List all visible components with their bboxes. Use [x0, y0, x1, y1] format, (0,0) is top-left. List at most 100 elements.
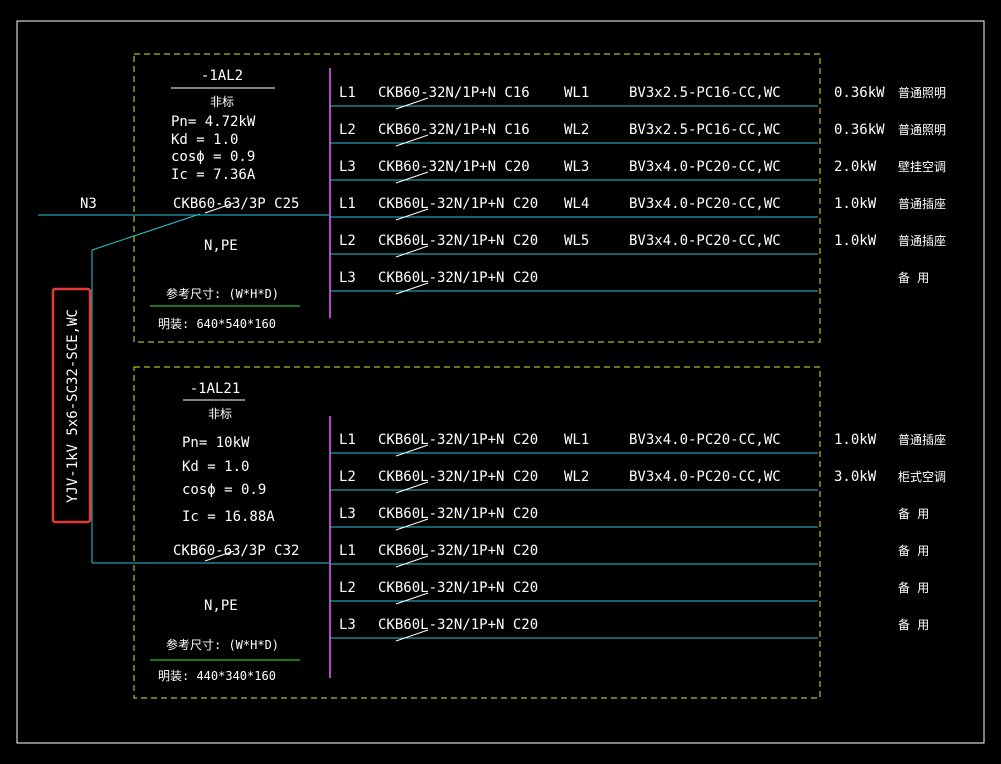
circuit-phase: L2 [339, 233, 356, 249]
branch-diagonal [91, 213, 201, 251]
circuit-use: 备 用 [898, 544, 929, 558]
circuit-power: 2.0kW [834, 159, 877, 175]
circuit-row: L2 CKB60L-32N/1P+N C20 WL5 BV3x4.0-PC20-CC,… [330, 233, 946, 258]
circuit-phase: L1 [339, 85, 356, 101]
circuit-cable: BV3x4.0-PC20-CC,WC [629, 469, 781, 485]
panel-1-boundary [133, 53, 821, 343]
breaker-switch-symbol [395, 518, 429, 531]
cable-label-highlight [51, 287, 92, 524]
circuit-use: 备 用 [898, 507, 929, 521]
circuit-use: 普通插座 [898, 196, 946, 211]
breaker-switch-symbol [395, 245, 429, 258]
panel-2-cos: cosϕ = 0.9 [182, 482, 266, 498]
panel-1: -1AL2 非标 Pn= 4.72kW Kd = 1.0 cosϕ = 0.9 … [133, 53, 946, 343]
breaker-switch-symbol [395, 555, 429, 568]
panel-1-main-switch [204, 202, 235, 214]
breaker-switch-symbol [395, 208, 429, 221]
panel-2-ic: Ic = 16.88A [182, 509, 275, 525]
circuit-row: L2 CKB60L-32N/1P+N C20 备 用 [330, 580, 929, 605]
panel-1-type: 非标 [210, 95, 234, 109]
circuit-phase: L3 [339, 270, 356, 286]
circuit-use: 普通插座 [898, 233, 946, 248]
circuit-power: 1.0kW [834, 233, 877, 249]
panel-2-main-breaker: CKB60-63/3P C32 [173, 543, 299, 559]
circuit-power: 0.36kW [834, 85, 885, 101]
panel-2-boundary [133, 366, 821, 699]
circuit-wl: WL1 [564, 432, 589, 448]
circuit-use: 普通照明 [898, 86, 946, 100]
circuit-use: 普通插座 [898, 432, 946, 447]
panel-2-npe: N,PE [204, 598, 238, 614]
circuit-power: 1.0kW [834, 432, 877, 448]
panel-1-main-breaker: CKB60-63/3P C25 [173, 196, 299, 212]
panel-2-name: -1AL21 [190, 381, 241, 397]
panel-2: -1AL21 非标 Pn= 10kW Kd = 1.0 cosϕ = 0.9 I… [133, 366, 946, 699]
circuit-wl: WL3 [564, 159, 589, 175]
circuit-breaker: CKB60L-32N/1P+N C20 [378, 506, 538, 522]
panel-1-kd: Kd = 1.0 [171, 132, 238, 148]
circuit-cable: BV3x2.5-PC16-CC,WC [629, 122, 781, 138]
panel-1-pn: Pn= 4.72kW [171, 114, 256, 130]
circuit-row: L1 CKB60L-32N/1P+N C20 WL4 BV3x4.0-PC20-CC,… [330, 196, 946, 221]
panel-1-size-label: 参考尺寸: (W*H*D) [166, 286, 279, 301]
circuit-breaker: CKB60-32N/1P+N C16 [378, 122, 530, 138]
circuit-breaker: CKB60L-32N/1P+N C20 [378, 432, 538, 448]
panel-2-type: 非标 [208, 407, 232, 421]
panel-2-size-value: 明装: 440*340*160 [158, 669, 276, 683]
circuit-use: 备 用 [898, 271, 929, 285]
circuit-use: 备 用 [898, 618, 929, 632]
panel-1-name: -1AL2 [201, 68, 243, 84]
breaker-switch-symbol [395, 592, 429, 605]
panel-2-kd: Kd = 1.0 [182, 459, 249, 475]
circuit-row: L1 CKB60L-32N/1P+N C20 WL1 BV3x4.0-PC20-CC,… [330, 432, 946, 457]
circuit-breaker: CKB60L-32N/1P+N C20 [378, 270, 538, 286]
circuit-cable: BV3x4.0-PC20-CC,WC [629, 233, 781, 249]
circuit-breaker: CKB60L-32N/1P+N C20 [378, 196, 538, 212]
circuit-row: L3 CKB60L-32N/1P+N C20 备 用 [330, 270, 929, 295]
panel-1-npe: N,PE [204, 238, 238, 254]
circuit-breaker: CKB60L-32N/1P+N C20 [378, 617, 538, 633]
circuit-phase: L1 [339, 432, 356, 448]
panel-2-size-label: 参考尺寸: (W*H*D) [166, 637, 279, 652]
circuit-phase: L1 [339, 196, 356, 212]
circuit-breaker: CKB60L-32N/1P+N C20 [378, 233, 538, 249]
circuit-wl: WL4 [564, 196, 589, 212]
circuit-cable: BV3x4.0-PC20-CC,WC [629, 196, 781, 212]
circuit-wl: WL5 [564, 233, 589, 249]
circuit-wl: WL1 [564, 85, 589, 101]
feeder-label: N3 [80, 196, 97, 212]
cable-label: YJV-1kV 5x6-SC32-SCE,WC [65, 309, 81, 503]
circuit-phase: L3 [339, 159, 356, 175]
circuit-phase: L2 [339, 469, 356, 485]
breaker-switch-symbol [395, 171, 429, 184]
circuit-use: 备 用 [898, 581, 929, 595]
circuit-phase: L3 [339, 506, 356, 522]
drawing-frame [16, 20, 985, 744]
circuit-cable: BV3x4.0-PC20-CC,WC [629, 432, 781, 448]
circuit-row: L3 CKB60L-32N/1P+N C20 备 用 [330, 506, 929, 531]
circuit-use: 普通照明 [898, 123, 946, 137]
circuit-wl: WL2 [564, 469, 589, 485]
breaker-switch-symbol [395, 444, 429, 457]
circuit-cable: BV3x2.5-PC16-CC,WC [629, 85, 781, 101]
breaker-switch-symbol [395, 481, 429, 494]
circuit-breaker: CKB60L-32N/1P+N C20 [378, 543, 538, 559]
circuit-breaker: CKB60L-32N/1P+N C20 [378, 580, 538, 596]
circuit-wl: WL2 [564, 122, 589, 138]
circuit-power: 0.36kW [834, 122, 885, 138]
panel-2-pn: Pn= 10kW [182, 435, 250, 451]
circuit-power: 1.0kW [834, 196, 877, 212]
circuit-phase: L2 [339, 580, 356, 596]
circuit-phase: L2 [339, 122, 356, 138]
circuit-use: 壁挂空调 [898, 159, 946, 174]
breaker-switch-symbol [395, 97, 429, 110]
panel-1-size-value: 明装: 640*540*160 [158, 317, 276, 331]
